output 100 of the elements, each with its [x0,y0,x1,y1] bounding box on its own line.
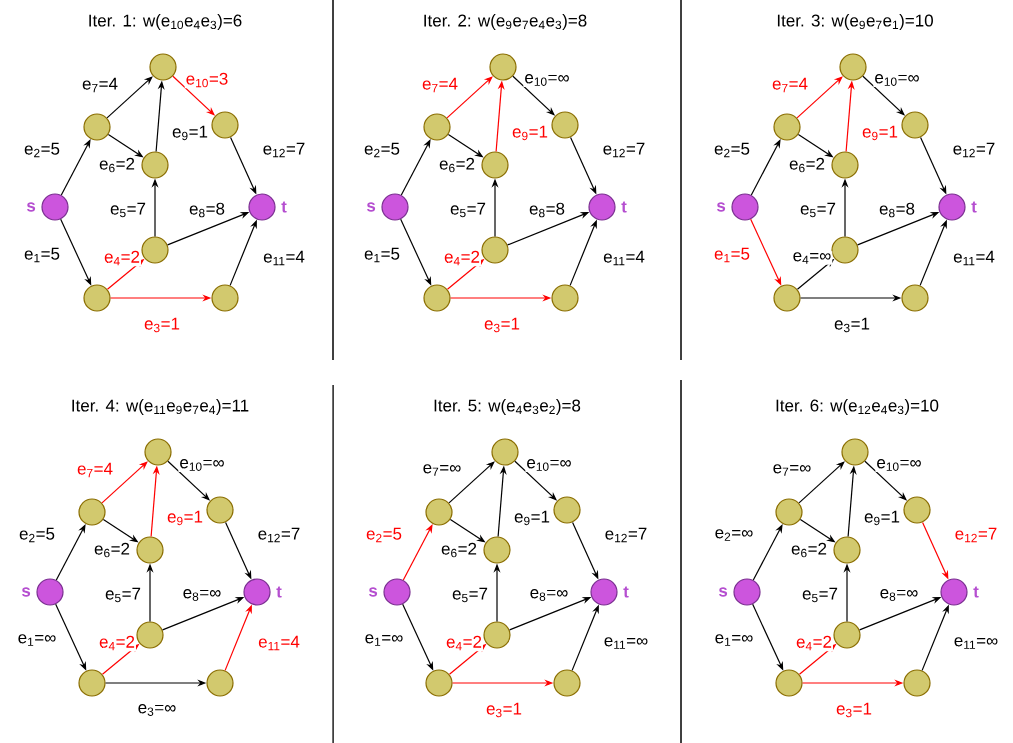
graph-node [136,621,164,649]
edge-label: e$_{2}$=5 [365,526,403,544]
node-label: s [718,587,728,597]
node-label: t [971,201,977,213]
edge-label: e$_{6}$=2 [790,541,828,559]
edge-label: e$_{1}$=5 [23,246,61,264]
graph-node [903,669,931,697]
edge-label: e$_{4}$=2 [443,249,481,267]
graph-node [425,669,453,697]
graph-node [141,151,169,179]
graph-node [553,496,581,524]
edge-label: e$_{3}$=1 [833,316,871,334]
arrow [400,139,431,196]
edge-label: e$_{10}$=∞ [523,73,571,87]
graph-node [78,498,106,526]
graph-node [211,284,239,312]
edge-label: e$_{3}$=1 [485,701,523,719]
edge-label: e$_{6}$=2 [93,541,131,559]
arrow [446,76,493,119]
edge-label: e$_{7}$=∞ [771,463,813,477]
graph-node [773,113,801,141]
graph-node [773,284,801,312]
edge-label: e$_{10}$=∞ [875,458,923,472]
panel-title: Iter. 4: w(e$_{11}$e$_{9}$e$_{7}$e$_{4}$)=11 [72,399,249,415]
edge-label: e$_{5}$=7 [109,201,147,219]
edge-label: e$_{8}$=8 [878,201,916,219]
panel-title: Iter. 3: w(e$_{9}$e$_{7}$e$_{1}$)=10 [777,14,933,30]
edge-label: e$_{4}$=2 [445,634,483,652]
edge-label: e$_{12}$=7 [951,141,997,159]
arrow [448,461,495,504]
edge-label: e$_{7}$=4 [421,76,459,94]
graph-node [78,669,106,697]
edge-label: e$_{2}$=5 [23,141,61,159]
edge-label: e$_{2}$=5 [363,141,401,159]
edge-label: e$_{1}$=5 [713,246,751,264]
edge-label: e$_{7}$=4 [771,76,809,94]
edge-label: e$_{2}$=∞ [713,528,755,542]
edge-label: e$_{9}$=1 [171,124,209,142]
graph-node [423,113,451,141]
edge-label: e$_{10}$=3 [184,71,230,89]
edge-label: e$_{8}$=∞ [181,588,223,602]
edge-label: e$_{7}$=4 [76,461,114,479]
edge-label: e$_{6}$=2 [438,156,476,174]
graph-node [839,53,867,81]
edge-label: e$_{5}$=7 [451,586,489,604]
graph-node [206,496,234,524]
edge-label: e$_{2}$=5 [713,141,751,159]
edge-label: e$_{11}$=4 [602,249,646,267]
edge-label: e$_{6}$=2 [98,156,136,174]
edge-label: e$_{10}$=∞ [525,458,573,472]
edge-label: e$_{9}$=1 [513,509,551,527]
node-label: s [26,202,36,212]
arrow [402,524,433,581]
graph-node [901,284,929,312]
edge-label: e$_{4}$=∞ [791,251,833,265]
edge-label: e$_{9}$=1 [861,124,899,142]
graph-node [425,498,453,526]
edge-label: e$_{12}$=7 [603,526,649,544]
arrow [106,76,153,119]
edge-label: e$_{7}$=∞ [421,463,463,477]
edge-label: e$_{5}$=7 [799,201,837,219]
edge-label: e$_{8}$=8 [528,201,566,219]
edge-label: e$_{6}$=2 [440,541,478,559]
arrow [101,461,148,504]
node-label: t [281,201,287,213]
node-label: s [368,587,378,597]
edge-label: e$_{9}$=1 [166,509,204,527]
panel-title: Iter. 1: w(e$_{10}$e$_{4}$e$_{3}$)=6 [89,14,242,30]
graph-node [211,111,239,139]
edge-label: e$_{1}$=5 [363,246,401,264]
graph-node [136,536,164,564]
edge-label: e$_{1}$=∞ [16,633,58,647]
graph-node [903,496,931,524]
edge-label: e$_{3}$=∞ [136,703,178,717]
node-label: t [276,586,282,598]
graph-node [831,236,859,264]
graph-node [489,53,517,81]
edge-label: e$_{8}$=∞ [878,588,920,602]
edge-label: e$_{9}$=1 [863,509,901,527]
edge-label: e$_{12}$=7 [601,141,647,159]
edge-label: e$_{12}$=7 [261,141,307,159]
graph-node [206,669,234,697]
graph-node [481,151,509,179]
edge-label: e$_{3}$=1 [835,701,873,719]
edge-label: e$_{11}$=∞ [602,636,650,650]
arrow [796,76,843,119]
panel-title: Iter. 6: w(e$_{12}$e$_{4}$e$_{3}$)=10 [776,399,939,415]
edge-label: e$_{12}$=7 [953,526,999,544]
graph-node [83,113,111,141]
graph-node [551,284,579,312]
edge-label: e$_{10}$=∞ [178,458,226,472]
panel-title: Iter. 2: w(e$_{9}$e$_{7}$e$_{4}$e$_{3}$)=8 [424,14,587,30]
graph-node [775,498,803,526]
node-label: s [366,202,376,212]
edge-label: e$_{2}$=5 [18,526,56,544]
edge-label: e$_{8}$=8 [188,201,226,219]
edge-label: e$_{10}$=∞ [873,73,921,87]
graph-node [483,536,511,564]
edge-label: e$_{4}$=2 [98,634,136,652]
edge-label: e$_{5}$=7 [104,586,142,604]
